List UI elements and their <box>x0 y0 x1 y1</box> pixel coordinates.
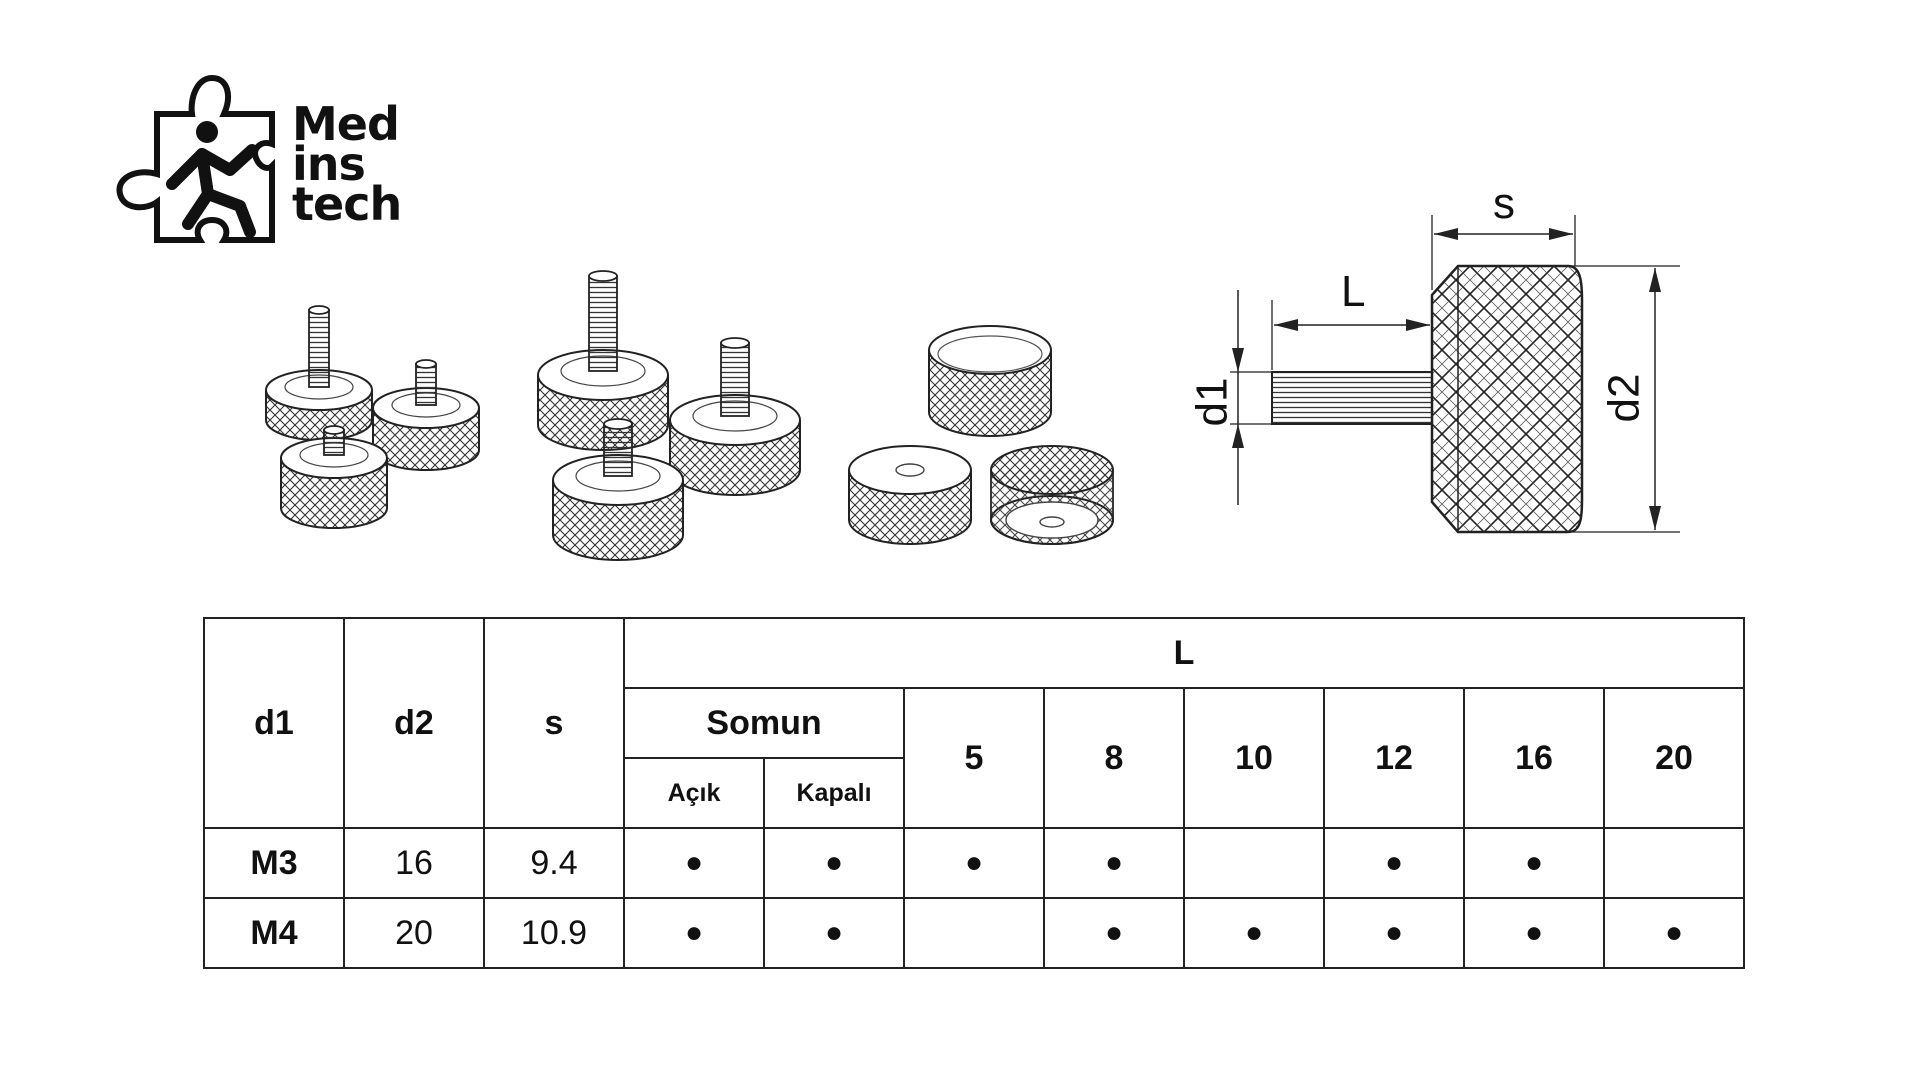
row-s: 10.9 <box>483 897 625 969</box>
open-nut-1-icon <box>848 445 972 545</box>
row-kapali-mark: ● <box>763 897 905 969</box>
medinstech-logo: Med ins tech <box>112 74 432 249</box>
header-s: s <box>483 617 625 829</box>
screw-group-large <box>537 270 801 561</box>
row-length-16-mark: ● <box>1463 827 1605 899</box>
header-length-16: 16 <box>1463 687 1605 829</box>
row-d1: M3 <box>203 827 345 899</box>
table-row: M3 16 9.4 ● ● ● ● ● ● <box>203 827 1745 899</box>
row-d2: 16 <box>343 827 485 899</box>
header-length-20: 20 <box>1603 687 1745 829</box>
header-kapali: Kapalı <box>763 757 905 829</box>
large-screw-2-icon <box>669 337 801 496</box>
header-length-10: 10 <box>1183 687 1325 829</box>
row-length-20-mark <box>1603 827 1745 899</box>
row-length-12-mark: ● <box>1323 897 1465 969</box>
small-screw-1-icon <box>265 305 373 441</box>
header-length-12: 12 <box>1323 687 1465 829</box>
header-somun: Somun <box>623 687 905 759</box>
row-length-8-mark: ● <box>1043 897 1185 969</box>
row-length-10-mark <box>1183 827 1325 899</box>
small-screw-3-icon <box>280 425 388 529</box>
header-acik: Açık <box>623 757 765 829</box>
puzzle-figure-icon <box>116 74 275 243</box>
header-row-2: Somun 5 8 10 12 16 20 <box>204 687 1745 829</box>
row-d2: 20 <box>343 897 485 969</box>
dimension-label-d1: d1 <box>1187 377 1237 427</box>
logo-wordmark: Med ins tech <box>292 97 402 231</box>
header-row-3: Açık Kapalı <box>204 757 1744 829</box>
technical-drawing <box>1230 215 1680 534</box>
row-d1: M4 <box>203 897 345 969</box>
large-screw-3-icon <box>552 418 684 561</box>
small-screw-2-icon <box>372 359 480 471</box>
logo-line-3: tech <box>292 177 402 231</box>
row-length-5-mark: ● <box>903 827 1045 899</box>
row-length-10-mark: ● <box>1183 897 1325 969</box>
row-length-8-mark: ● <box>1043 827 1185 899</box>
header-d2: d2 <box>343 617 485 829</box>
header-length-8: 8 <box>1043 687 1185 829</box>
logo-line-1: Med <box>292 97 400 151</box>
product-illustrations <box>265 215 1680 561</box>
nut-group <box>848 325 1114 545</box>
row-length-16-mark: ● <box>1463 897 1605 969</box>
logo-line-2: ins <box>292 137 366 191</box>
knurled-head-icon <box>1430 264 1584 534</box>
header-length-5: 5 <box>903 687 1045 829</box>
specification-table: d1 d2 s L Somun 5 8 10 12 16 20 Açık Kap… <box>203 617 1745 969</box>
thread-shank-icon <box>1271 371 1433 425</box>
row-kapali-mark: ● <box>763 827 905 899</box>
header-d1: d1 <box>203 617 345 829</box>
open-nut-2-icon <box>990 445 1114 545</box>
header-row-1: d1 d2 s L <box>203 617 1745 829</box>
row-length-12-mark: ● <box>1323 827 1465 899</box>
dimension-label-d2: d2 <box>1599 373 1649 423</box>
screw-group-small <box>265 305 480 529</box>
row-length-20-mark: ● <box>1603 897 1745 969</box>
table-row: M4 20 10.9 ● ● ● ● ● ● ● <box>203 897 1745 969</box>
header-L: L <box>623 617 1745 689</box>
closed-nut-icon <box>928 325 1052 437</box>
dimension-label-s: s <box>1493 179 1515 228</box>
row-length-5-mark <box>903 897 1045 969</box>
dimension-label-L: L <box>1341 267 1366 316</box>
row-s: 9.4 <box>483 827 625 899</box>
row-acik-mark: ● <box>623 897 765 969</box>
large-screw-1-icon <box>537 270 669 451</box>
row-acik-mark: ● <box>623 827 765 899</box>
